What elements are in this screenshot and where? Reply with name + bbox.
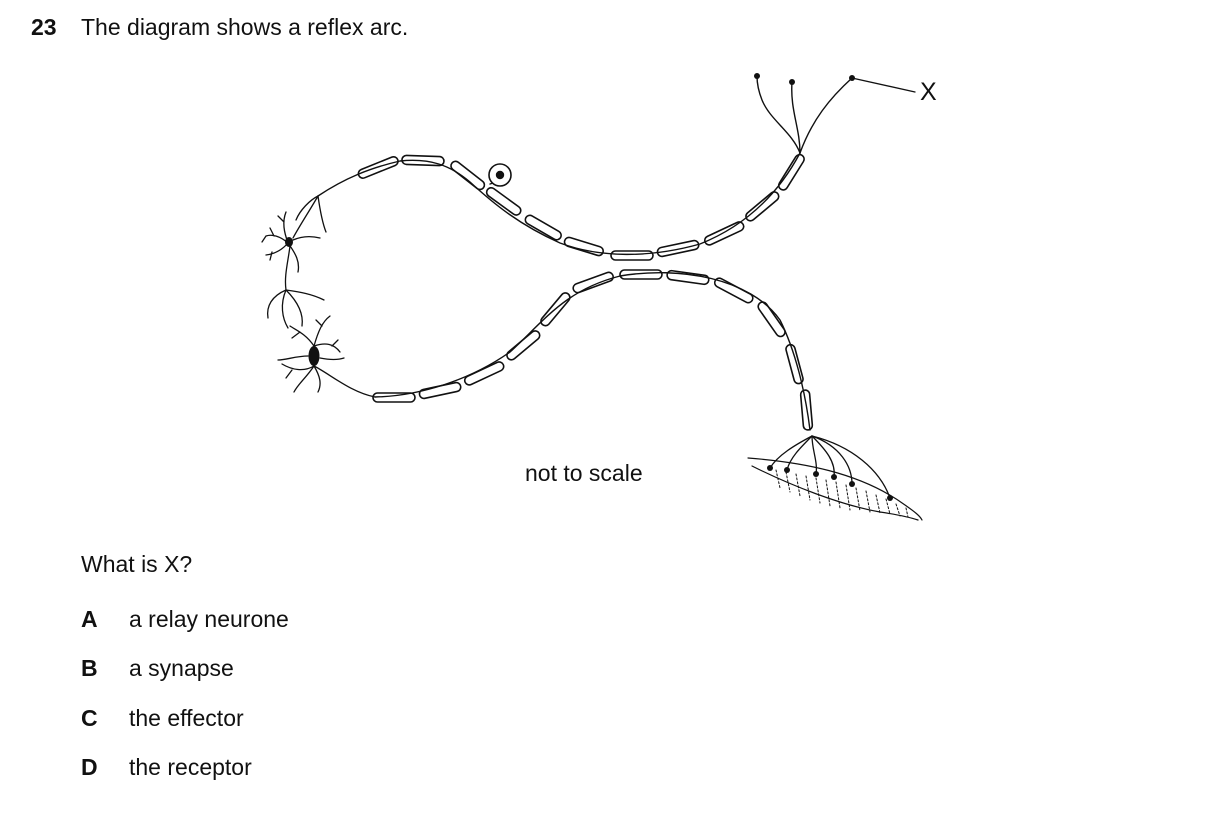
option-text: a relay neurone <box>129 606 289 632</box>
label-x: X <box>920 78 937 106</box>
option-letter: D <box>81 754 98 780</box>
question-stem: The diagram shows a reflex arc. <box>81 14 409 40</box>
motor-neurone <box>372 269 893 501</box>
option-b[interactable]: B a synapse <box>81 655 234 682</box>
motor-neurone-cell-body <box>277 315 376 398</box>
option-text: a synapse <box>129 655 234 681</box>
option-letter: B <box>81 655 98 681</box>
relay-neurone <box>261 195 327 329</box>
not-to-scale-note: not to scale <box>525 460 643 486</box>
label-x-line <box>851 77 916 93</box>
option-d[interactable]: D the receptor <box>81 754 252 781</box>
option-text: the receptor <box>129 754 252 780</box>
option-letter: A <box>81 606 98 632</box>
option-c[interactable]: C the effector <box>81 705 244 732</box>
question-number: 23 <box>31 14 57 40</box>
receptor-endings <box>756 75 853 154</box>
myelin-sheath-lower <box>372 269 814 431</box>
option-a[interactable]: A a relay neurone <box>81 606 289 633</box>
question-prompt: What is X? <box>81 551 193 577</box>
sensory-neurone <box>317 73 916 261</box>
option-letter: C <box>81 705 98 731</box>
myelin-sheath-upper <box>357 153 805 261</box>
option-text: the effector <box>129 705 244 731</box>
motor-end-plates <box>769 435 891 499</box>
muscle-effector <box>747 457 923 521</box>
reflex-arc-diagram: X not to scale <box>261 73 937 521</box>
